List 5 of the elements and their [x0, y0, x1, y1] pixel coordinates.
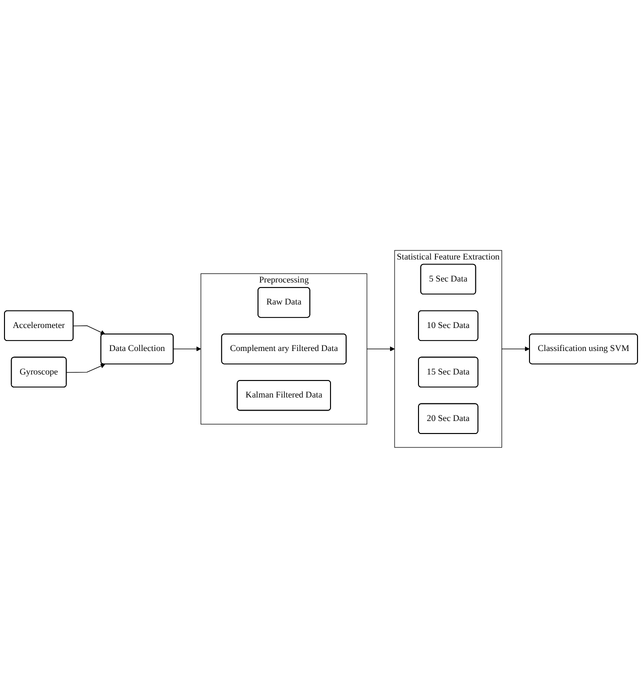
- arrow: [66, 363, 106, 372]
- arrow: [172, 346, 202, 351]
- arrow: [73, 324, 106, 334]
- arrow: [501, 346, 530, 351]
- arrow: [366, 346, 395, 351]
